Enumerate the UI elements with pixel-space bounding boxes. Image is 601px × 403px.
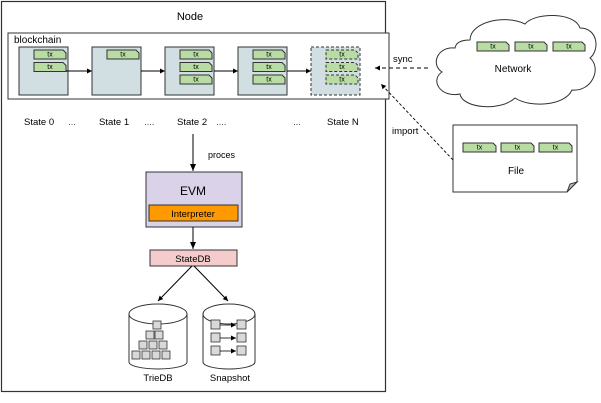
statedb-label: StateDB xyxy=(175,254,210,265)
trie-node xyxy=(158,340,168,350)
statedb-to-triedb-arrow xyxy=(157,265,193,302)
tx-label: tx xyxy=(339,64,345,71)
evm-title: EVM xyxy=(180,184,206,198)
trie-node xyxy=(154,330,164,340)
sync-label: sync xyxy=(393,54,413,65)
block: tx tx tx xyxy=(164,46,215,96)
blockchain-label: blockchain xyxy=(14,35,61,46)
tx-label: tx xyxy=(566,44,572,51)
file-label: File xyxy=(508,166,525,177)
tx-label: tx xyxy=(120,52,126,59)
block-tx: tx xyxy=(179,49,213,60)
block-tx: tx xyxy=(179,74,213,85)
block-tx: tx xyxy=(252,49,286,60)
state-label: State 0 xyxy=(24,117,54,128)
snapshot-label: Snapshot xyxy=(210,373,251,384)
import-arrow xyxy=(380,83,454,161)
block: tx tx xyxy=(18,46,69,96)
block-tx: tx xyxy=(33,49,67,60)
block-tx: tx xyxy=(252,74,286,85)
tx-label: tx xyxy=(477,145,483,152)
block-tx: tx xyxy=(33,62,67,72)
tx-label: tx xyxy=(193,64,199,71)
tx-label: tx xyxy=(553,145,559,152)
network-tx: tx xyxy=(514,41,548,52)
block-tx: tx xyxy=(106,49,140,60)
tx-label: tx xyxy=(47,64,53,71)
network-tx: tx xyxy=(552,41,586,52)
node-title: Node xyxy=(177,11,203,23)
interpreter-label: Interpreter xyxy=(171,209,215,220)
file-tx: tx xyxy=(462,142,497,153)
state-label: State 1 xyxy=(99,117,129,128)
network-tx: tx xyxy=(476,41,510,52)
statedb-to-snapshot-arrow xyxy=(193,265,229,302)
snapshot-entry xyxy=(210,345,247,356)
block-tx: tx xyxy=(252,62,286,72)
tx-label: tx xyxy=(266,77,272,84)
network-cloud xyxy=(435,14,597,108)
tx-label: tx xyxy=(490,44,496,51)
ellipsis-label: … xyxy=(293,118,301,127)
block-pending: tx tx tx xyxy=(310,46,361,96)
network-txs: tx tx tx xyxy=(476,41,586,52)
trie-node xyxy=(151,350,161,360)
block-tx: tx xyxy=(179,62,213,72)
state-labels: State 0 … State 1 …. State 2 …. … State N xyxy=(24,117,359,128)
import-label: import xyxy=(392,126,419,137)
snapshot-entry xyxy=(210,319,247,330)
triedb-label: TrieDB xyxy=(143,373,172,384)
ellipsis-label: …. xyxy=(144,118,154,127)
trie-node xyxy=(131,350,141,360)
tx-label: tx xyxy=(528,44,534,51)
block-tx: tx xyxy=(325,49,359,60)
tx-label: tx xyxy=(47,52,53,59)
snapshot-entries xyxy=(210,319,247,356)
blocks: tx tx tx tx tx tx tx tx tx tx tx tx xyxy=(18,46,361,96)
file-dogear xyxy=(566,180,579,193)
trie-node xyxy=(145,330,155,340)
file-shape xyxy=(452,124,578,193)
block-tx: tx xyxy=(325,62,359,72)
file-tx: tx xyxy=(538,142,573,153)
snapshot-entry xyxy=(210,332,247,343)
tx-label: tx xyxy=(266,52,272,59)
trie-node xyxy=(148,340,158,350)
block: tx tx tx xyxy=(237,46,288,96)
ellipsis-label: …. xyxy=(216,118,226,127)
tx-label: tx xyxy=(339,77,345,84)
ellipsis-label: … xyxy=(68,118,76,127)
tx-label: tx xyxy=(339,52,345,59)
trie-node xyxy=(152,320,162,330)
trie-node xyxy=(141,350,151,360)
tx-label: tx xyxy=(515,145,521,152)
trie-node xyxy=(138,340,148,350)
tx-label: tx xyxy=(266,64,272,71)
state-label: State N xyxy=(327,117,359,128)
file-tx: tx xyxy=(500,142,535,153)
trie-nodes xyxy=(131,320,171,360)
process-label: proces xyxy=(208,150,236,160)
block-tx: tx xyxy=(325,74,359,85)
block: tx xyxy=(91,46,142,96)
state-label: State 2 xyxy=(177,117,207,128)
trie-node xyxy=(161,350,171,360)
tx-label: tx xyxy=(193,77,199,84)
network-label: Network xyxy=(495,64,533,75)
interpreter-box xyxy=(148,204,239,222)
file-txs: tx tx tx xyxy=(462,142,573,153)
statedb-box xyxy=(149,249,238,267)
tx-label: tx xyxy=(193,52,199,59)
